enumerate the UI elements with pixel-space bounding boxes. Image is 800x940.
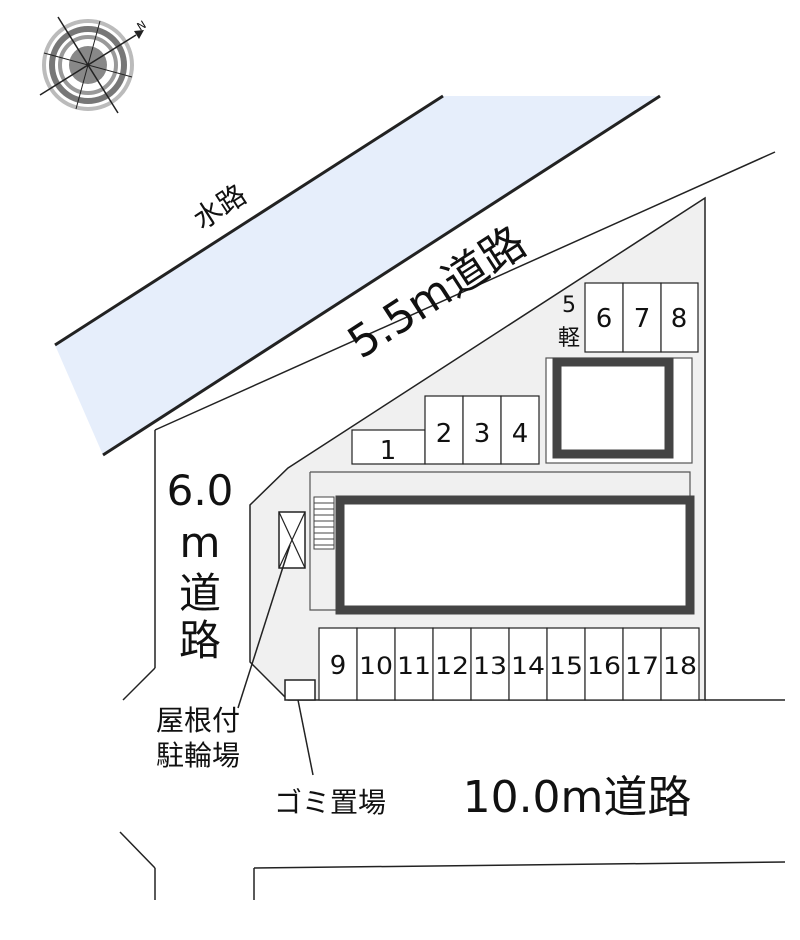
bike-parking-label-line1: 屋根付 xyxy=(156,704,240,737)
stairs-icon xyxy=(313,496,335,550)
bike-parking-box xyxy=(278,511,306,569)
parking-space-16: 16 xyxy=(587,652,621,680)
building-main xyxy=(335,495,695,615)
parking-space-14: 14 xyxy=(511,652,545,680)
bike-parking-leader xyxy=(237,544,291,709)
parking-space-13: 13 xyxy=(473,652,507,680)
garbage-leader xyxy=(297,699,314,776)
parking-bottom-row: 9 10 11 12 13 14 15 16 17 18 xyxy=(318,627,700,701)
parking-space-18: 18 xyxy=(663,652,697,680)
compass-rose-icon: N xyxy=(39,16,149,114)
parking-space-17: 17 xyxy=(625,652,659,680)
parking-space-5: 5 xyxy=(562,293,576,318)
road-left-label-number: 6.0 xyxy=(167,466,234,515)
parking-space-4: 4 xyxy=(512,419,529,449)
parking-kei-label: 軽 xyxy=(558,326,580,351)
road-left-label-char1: 道 xyxy=(179,569,221,618)
parking-space-8: 8 xyxy=(671,304,688,334)
parking-space-9: 9 xyxy=(330,651,347,681)
garbage-box xyxy=(284,679,316,701)
parking-space-11: 11 xyxy=(397,652,431,680)
road-left-label-char2: 路 xyxy=(179,616,221,665)
parking-space-10: 10 xyxy=(359,652,393,680)
waterway xyxy=(55,96,660,455)
bike-parking-label-line2: 駐輪場 xyxy=(156,739,240,772)
parking-space-2: 2 xyxy=(436,419,453,449)
parking-top-right: 5 軽 6 7 8 xyxy=(558,282,699,353)
road-left-label-unit: m xyxy=(180,518,221,567)
parking-space-6: 6 xyxy=(596,304,613,334)
garbage-label: ゴミ置場 xyxy=(274,786,386,819)
building-small xyxy=(552,357,674,459)
parking-space-15: 15 xyxy=(549,652,583,680)
parking-space-1: 1 xyxy=(380,436,397,466)
parking-space-3: 3 xyxy=(474,419,491,449)
road-bottom-label: 10.0m道路 xyxy=(463,772,692,823)
parking-middle-row: 1 2 3 4 xyxy=(351,395,540,466)
parking-space-7: 7 xyxy=(634,304,651,334)
parking-space-12: 12 xyxy=(435,652,469,680)
